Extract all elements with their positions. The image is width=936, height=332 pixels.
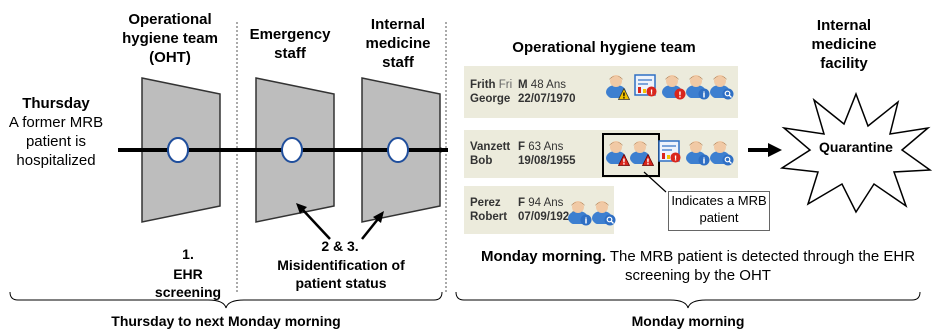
thursday-label: Thursday <box>22 95 90 112</box>
period-braces <box>9 291 921 309</box>
mrb-callout: Indicates a MRB patient <box>668 191 770 231</box>
step-2-label: Misidentification of patient status <box>277 257 405 291</box>
header-oh-team: Operational hygiene team <box>512 39 696 56</box>
monday-note: Monday morning. The MRB patient is detec… <box>480 248 916 284</box>
step-1-label: EHR screening <box>154 266 222 300</box>
period-left: Thursday to next Monday morning <box>111 313 341 329</box>
thursday-block: Thursday A former MRB patient is hospita… <box>0 94 112 170</box>
door-internal <box>358 77 448 223</box>
patient-3-name: Perez Robert <box>470 197 508 223</box>
quarantine-burst <box>779 91 933 214</box>
patient-mrb-alert-icon <box>630 141 654 166</box>
patient-1-meta: M 48 Ans 22/07/1970 <box>518 79 576 105</box>
door-emergency <box>252 77 342 223</box>
patient-3-meta: F 94 Ans 07/09/1924 <box>518 197 576 223</box>
header-internal: Internal medicine staff <box>365 16 431 71</box>
callout-pointer <box>643 171 667 193</box>
chart-icon <box>634 74 657 97</box>
patient-card-3 <box>464 186 614 234</box>
patient-search-icon <box>710 141 734 166</box>
patient-2-meta: F 63 Ans 19/08/1955 <box>518 141 576 167</box>
step-arrows <box>296 203 384 240</box>
step-2-number: 2 & 3. <box>321 238 359 254</box>
door-oht <box>138 77 228 223</box>
patient-1-name: Frith Fri George <box>470 79 513 105</box>
patient-warning-icon <box>606 75 630 100</box>
header-facility: Internal medicine facility <box>811 17 877 72</box>
patient-search-icon <box>710 75 734 100</box>
period-right: Monday morning <box>631 313 745 329</box>
patient-search-icon <box>592 201 616 226</box>
quarantine-label: Quarantine <box>819 139 893 155</box>
thursday-desc: A former MRB patient is hospitalized <box>8 114 104 169</box>
header-oht: Operational hygiene team (OHT) <box>122 11 218 66</box>
patient-2-name: Vanzett Bob <box>470 141 511 167</box>
header-emergency: Emergency staff <box>249 26 331 62</box>
chart-icon <box>658 140 681 163</box>
step-1-number: 1. <box>182 246 194 262</box>
